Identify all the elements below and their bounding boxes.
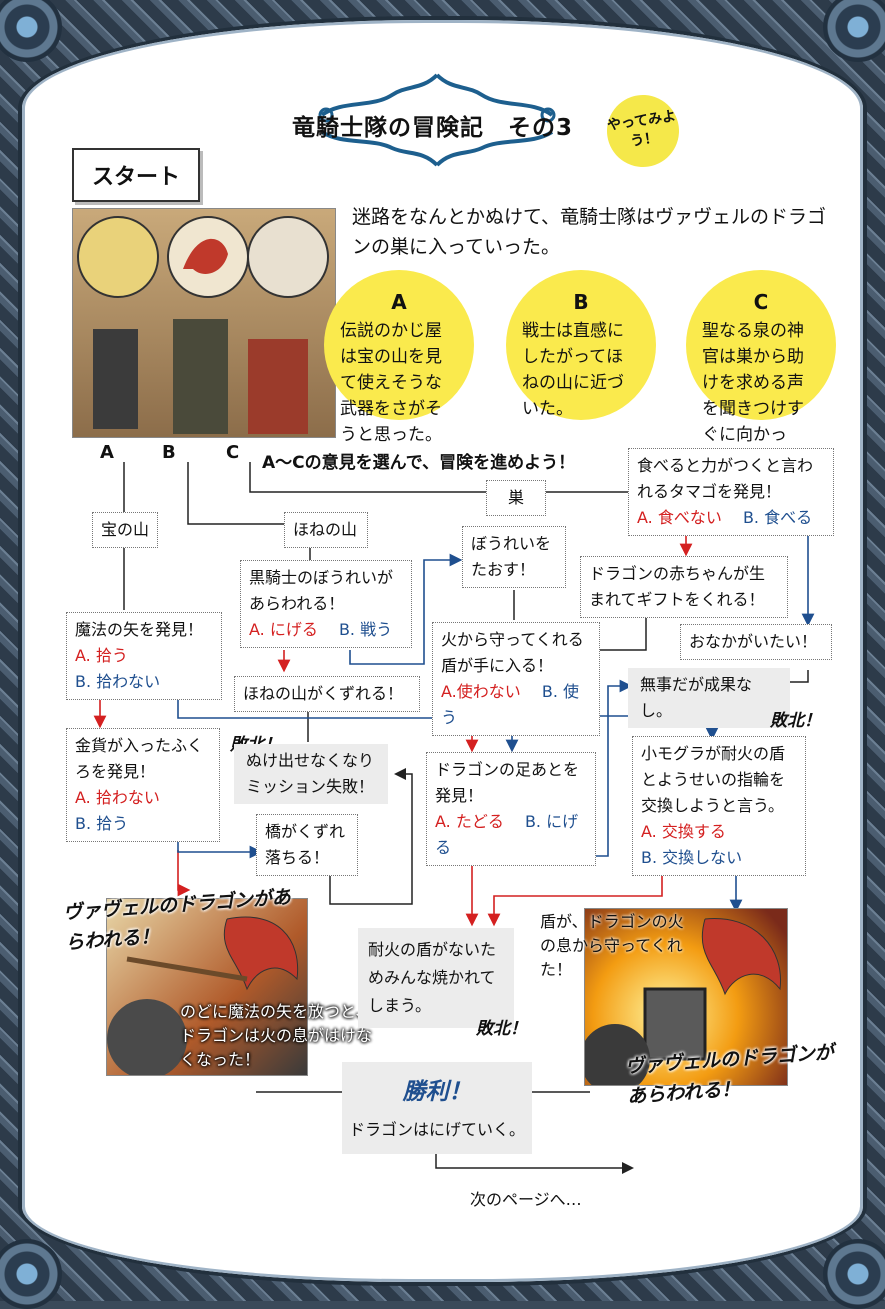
node-mission-failed: ぬけ出せなくなりミッション失敗！	[234, 744, 388, 804]
choice-a: A. にげる	[249, 620, 318, 639]
node-baby-dragon: ドラゴンの赤ちゃんが生まれてギフトをくれる！	[580, 556, 788, 618]
node-safe-no-result: 無事だが成果なし。	[628, 668, 790, 728]
corner-ornament-icon	[0, 0, 62, 62]
arrow-caption: のどに魔法の矢を放つと、ドラゴンは火の息がはけなくなった！	[180, 1002, 373, 1069]
choice-a: A. 拾わない	[75, 788, 160, 807]
option-b-text: 戦士は直感にしたがってほねの山に近づいた。	[522, 321, 624, 419]
defeat-label: 敗北！	[476, 1019, 527, 1039]
node-magic-arrow-text: 魔法の矢を発見！	[75, 620, 204, 639]
victory-box: 勝利！ ドラゴンはにげていく。	[342, 1062, 532, 1154]
node-footprints-text: ドラゴンの足あとを発見！	[435, 760, 580, 805]
choice-a: A. 拾う	[75, 646, 128, 665]
option-a-label: A	[391, 290, 407, 314]
node-gold-bag: 金貨が入ったふくろを発見！ A. 拾わない B. 拾う	[66, 728, 220, 842]
shield-caption: 盾が、ドラゴンの火の息から守ってくれた！	[540, 912, 684, 979]
option-c-label: C	[753, 290, 769, 314]
node-egg-text: 食べると力がつくと言われるタマゴを発見！	[637, 456, 814, 501]
option-b: B 戦士は直感にしたがってほねの山に近づいた。	[506, 270, 656, 420]
choice-a: A.使わない	[441, 682, 521, 701]
instruction-prompt: A〜Cの意見を選んで、冒険を進めよう！	[262, 453, 576, 473]
node-black-knight: 黒騎士のぼうれいがあらわれる！ A. にげる B. 戦う	[240, 560, 412, 648]
path-label-c: C	[226, 442, 240, 463]
choice-b: B. 戦う	[338, 620, 393, 639]
node-treasure-mountain: 宝の山	[92, 512, 158, 548]
option-c: C 聖なる泉の神官は巣から助けを求める声を聞きつけすぐに向かった。	[686, 270, 836, 471]
victory-title: 勝利！	[402, 1079, 472, 1105]
choice-b: B. 使う	[441, 682, 580, 727]
node-fire-shield-text: 火から守ってくれる盾が手に入る！	[441, 630, 584, 675]
node-black-knight-text: 黒騎士のぼうれいがあらわれる！	[249, 568, 394, 613]
intro-text: 迷路をなんとかぬけて、竜騎士隊はヴァヴェルのドラゴンの巣に入っていった。	[352, 206, 827, 258]
node-egg: 食べると力がつくと言われるタマゴを発見！ A. 食べない B. 食べる	[628, 448, 834, 536]
choice-b: B. 拾う	[75, 814, 129, 833]
choice-b: B. 交換しない	[641, 848, 743, 867]
path-label-b: B	[162, 442, 176, 463]
node-bone-mountain: ほねの山	[284, 512, 368, 548]
path-label-a: A	[100, 442, 114, 463]
defeat-label: 敗北！	[770, 711, 821, 731]
next-page-link[interactable]: 次のページへ…	[470, 1190, 582, 1209]
option-a: A 伝説のかじ屋は宝の山を見て使えそうな武器をさがそうと思った。	[324, 270, 474, 445]
node-nest: 巣	[486, 480, 546, 516]
node-magic-arrow: 魔法の矢を発見！ A. 拾う B. 拾わない	[66, 612, 222, 700]
option-b-label: B	[573, 290, 589, 314]
title-ornament-icon	[318, 73, 556, 167]
node-gold-bag-text: 金貨が入ったふくろを発見！	[75, 736, 204, 781]
choice-b: B. 食べる	[742, 508, 813, 527]
node-fire-shield: 火から守ってくれる盾が手に入る！ A.使わない B. 使う	[432, 622, 600, 736]
option-a-text: 伝説のかじ屋は宝の山を見て使えそうな武器をさがそうと思った。	[340, 321, 442, 445]
choice-a: A. たどる	[435, 812, 504, 831]
dragon-shield-illustration	[584, 908, 788, 1086]
start-illustration	[72, 208, 336, 438]
corner-ornament-icon	[823, 1239, 885, 1309]
node-mole-trade-text: 小モグラが耐火の盾とようせいの指輪を交換しようと言う。	[641, 744, 786, 815]
choice-a: A. 食べない	[637, 508, 722, 527]
choice-b: B. にげる	[435, 812, 579, 857]
corner-ornament-icon	[823, 0, 885, 62]
node-mole-trade: 小モグラが耐火の盾とようせいの指輪を交換しようと言う。 A. 交換する B. 交…	[632, 736, 806, 876]
node-stomach-ache: おなかがいたい！	[680, 624, 832, 660]
node-burned: 耐火の盾がないためみんな焼かれてしまう。	[358, 928, 514, 1028]
dragon-arrow-illustration	[106, 898, 308, 1076]
start-label: スタート	[72, 148, 200, 202]
node-bridge-collapse: 橋がくずれ落ちる！	[256, 814, 358, 876]
node-bones-collapse: ほねの山がくずれる！	[234, 676, 420, 712]
node-footprints: ドラゴンの足あとを発見！ A. たどる B. にげる	[426, 752, 596, 866]
corner-ornament-icon	[0, 1239, 62, 1309]
choice-b: B. 拾わない	[75, 672, 161, 691]
victory-text: ドラゴンはにげていく。	[348, 1120, 525, 1139]
node-defeat-ghost: ぼうれいをたおす！	[462, 526, 566, 588]
choice-a: A. 交換する	[641, 822, 726, 841]
page-title: 竜騎士隊の冒険記 その3	[292, 115, 574, 141]
option-c-text: 聖なる泉の神官は巣から助けを求める声を聞きつけすぐに向かった。	[702, 321, 804, 471]
